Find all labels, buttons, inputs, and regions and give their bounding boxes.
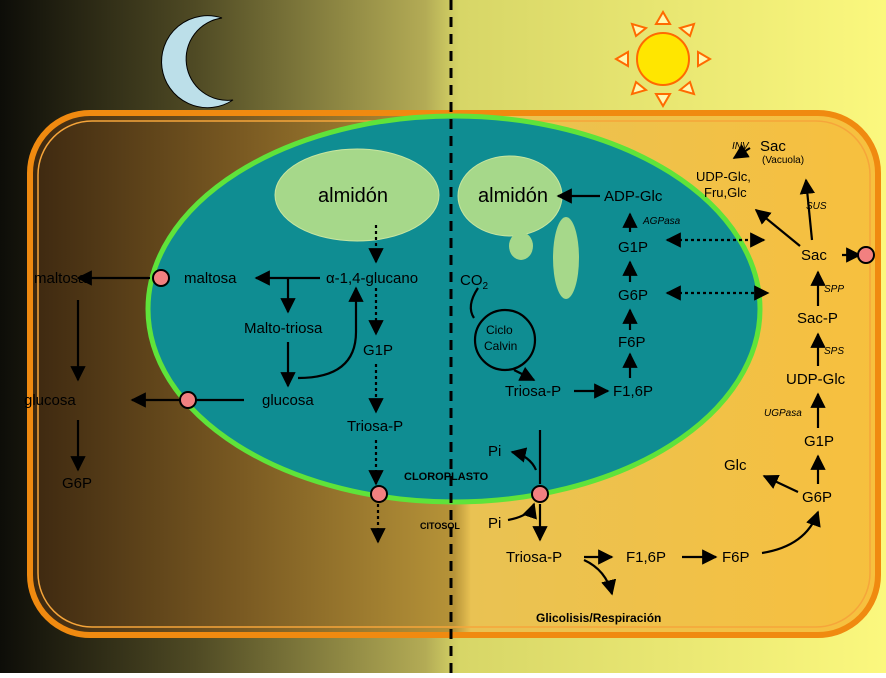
label-udp-glc-fru-1: UDP-Glc, [696, 169, 751, 184]
label-f16p-cyt: F1,6P [626, 549, 666, 566]
label-maltosa-out: maltosa [34, 270, 87, 287]
label-cloroplasto: CLOROPLASTO [404, 471, 489, 483]
transporter-triosep-pi [532, 486, 548, 502]
label-pi-top: Pi [488, 443, 501, 460]
label-f6p-day: F6P [618, 334, 646, 351]
label-almidon-night: almidón [318, 185, 388, 207]
label-inv: INV [732, 141, 750, 152]
label-ciclo: Ciclo [486, 323, 513, 337]
label-glc: Glc [724, 457, 747, 474]
label-calvin: Calvin [484, 339, 517, 353]
label-sac: Sac [801, 247, 827, 264]
label-triosa-p-night: Triosa-P [347, 418, 403, 435]
label-g6p-out: G6P [62, 475, 92, 492]
label-sac-vac: Sac [760, 138, 786, 155]
label-sps: SPS [824, 346, 844, 357]
label-g6p-cyt: G6P [802, 489, 832, 506]
label-maltosa-in: maltosa [184, 270, 237, 287]
transporter-sucrose [858, 247, 874, 263]
label-glucosa-in: glucosa [262, 392, 314, 409]
starch-granule-small-1 [509, 232, 533, 260]
transporter-glucose [180, 392, 196, 408]
starch-granule-small-2 [553, 217, 579, 299]
label-pi-bottom: Pi [488, 515, 501, 532]
chloroplast [148, 116, 760, 502]
label-glucano: α-1,4-glucano [326, 270, 418, 287]
label-vacuola: (Vacuola) [762, 155, 804, 166]
label-almidon-day: almidón [478, 185, 548, 207]
label-f16p-day: F1,6P [613, 383, 653, 400]
label-g1p-cyt: G1P [804, 433, 834, 450]
label-citosol: CITOSOL [420, 521, 460, 531]
label-udp-glc-fru-2: Fru,Glc [704, 185, 747, 200]
label-spp: SPP [824, 284, 844, 295]
label-sus: SUS [806, 201, 827, 212]
label-glicolisis: Glicolisis/Respiración [536, 611, 661, 625]
label-triosa-p-day: Triosa-P [505, 383, 561, 400]
label-g6p-day: G6P [618, 287, 648, 304]
transporter-triosep-night [371, 486, 387, 502]
label-udp-glc: UDP-Glc [786, 371, 846, 388]
label-triosa-p-cyt: Triosa-P [506, 549, 562, 566]
label-adp-glc: ADP-Glc [604, 188, 663, 205]
transporter-maltose [153, 270, 169, 286]
label-g1p-day: G1P [618, 239, 648, 256]
label-malto-triosa: Malto-triosa [244, 320, 323, 337]
label-ugpasa: UGPasa [764, 408, 802, 419]
label-glucosa-out: glucosa [24, 392, 76, 409]
label-agpasa: AGPasa [642, 216, 681, 227]
label-sac-p: Sac-P [797, 310, 838, 327]
label-f6p-cyt: F6P [722, 549, 750, 566]
label-g1p-night: G1P [363, 342, 393, 359]
